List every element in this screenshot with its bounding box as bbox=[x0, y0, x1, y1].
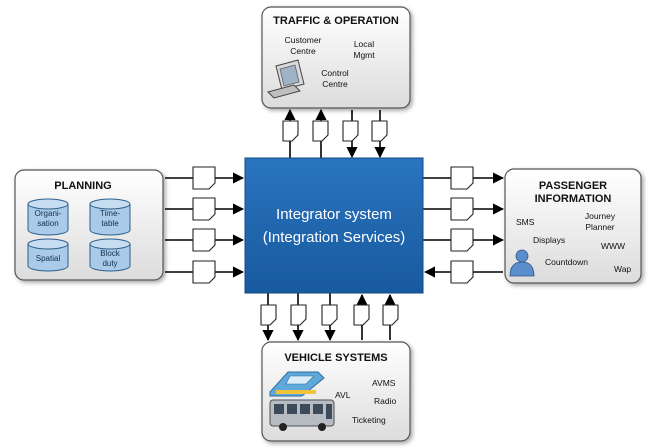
document-icon bbox=[312, 120, 329, 142]
cylinder-label: Organi- bbox=[35, 209, 62, 218]
vehicle-item-ticketing: Ticketing bbox=[352, 415, 386, 425]
document-icon bbox=[192, 197, 216, 221]
passenger-frame bbox=[504, 168, 642, 284]
traffic-item-customer: Customer bbox=[285, 35, 322, 45]
vehicle-title: VEHICLE SYSTEMS bbox=[284, 352, 387, 364]
document-icon bbox=[450, 197, 474, 221]
passenger-item-journey: Journey bbox=[585, 211, 616, 221]
integrator-system[interactable]: Integrator system (Integration Services) bbox=[244, 157, 424, 294]
traffic-item-local: Local bbox=[354, 39, 374, 49]
planning-title: PLANNING bbox=[54, 180, 111, 192]
document-icon bbox=[353, 304, 370, 326]
document-icon bbox=[192, 260, 216, 284]
cylinder-label: Time- bbox=[100, 209, 120, 218]
document-icon bbox=[192, 166, 216, 190]
vehicle-item-avms: AVMS bbox=[372, 378, 396, 388]
vehicle-item-radio: Radio bbox=[374, 396, 396, 406]
passenger-item-www: WWW bbox=[601, 241, 625, 251]
cylinder-label: table bbox=[101, 219, 119, 228]
cylinder-label: Spatial bbox=[36, 254, 61, 263]
traffic-operation-box[interactable]: TRAFFIC & OPERATION Customer Centre Loca… bbox=[261, 6, 411, 109]
integrator-subtitle: (Integration Services) bbox=[263, 229, 406, 246]
document-icon bbox=[192, 228, 216, 252]
database-spatial: Spatial bbox=[27, 238, 69, 272]
integrator-box bbox=[244, 157, 424, 294]
traffic-item-customer-2: Centre bbox=[290, 46, 316, 56]
traffic-title: TRAFFIC & OPERATION bbox=[273, 15, 399, 27]
traffic-item-control-2: Centre bbox=[322, 79, 348, 89]
database-block-duty: Block duty bbox=[89, 238, 131, 272]
passenger-title-2: INFORMATION bbox=[535, 193, 612, 205]
passenger-item-sms: SMS bbox=[516, 217, 535, 227]
cylinder-label: sation bbox=[37, 219, 58, 228]
document-icon bbox=[342, 120, 359, 142]
document-icon bbox=[450, 166, 474, 190]
passenger-title: PASSENGER bbox=[539, 180, 607, 192]
person-icon bbox=[509, 249, 535, 277]
document-icon bbox=[450, 260, 474, 284]
passenger-item-countdown: Countdown bbox=[545, 257, 588, 267]
planning-box[interactable]: PLANNING Organi- sation Time- table Spat… bbox=[14, 169, 164, 281]
traffic-item-local-2: Mgmt bbox=[353, 50, 375, 60]
passenger-item-wap: Wap bbox=[614, 264, 631, 274]
document-icon bbox=[321, 304, 338, 326]
document-icon bbox=[260, 304, 277, 326]
vehicle-systems-box[interactable]: VEHICLE SYSTEMS AVMS AVL Radio Ticketing bbox=[261, 341, 411, 442]
document-icons bbox=[192, 120, 474, 326]
document-icon bbox=[382, 304, 399, 326]
document-icon bbox=[371, 120, 388, 142]
train-icon bbox=[269, 371, 325, 397]
passenger-item-displays: Displays bbox=[533, 235, 565, 245]
document-icon bbox=[290, 304, 307, 326]
document-icon bbox=[282, 120, 299, 142]
passenger-item-planner: Planner bbox=[585, 222, 614, 232]
passenger-information-box[interactable]: PASSENGER INFORMATION SMS Journey Planne… bbox=[504, 168, 642, 284]
database-timetable: Time- table bbox=[89, 198, 131, 236]
database-organisation: Organi- sation bbox=[27, 198, 69, 236]
vehicle-item-avl: AVL bbox=[335, 390, 351, 400]
cylinder-label: Block bbox=[100, 249, 121, 258]
document-icon bbox=[450, 228, 474, 252]
computer-icon bbox=[267, 59, 305, 99]
traffic-item-control: Control bbox=[321, 68, 349, 78]
cylinder-label: duty bbox=[102, 259, 117, 268]
bus-icon bbox=[269, 399, 335, 431]
integrator-title: Integrator system bbox=[276, 206, 392, 223]
